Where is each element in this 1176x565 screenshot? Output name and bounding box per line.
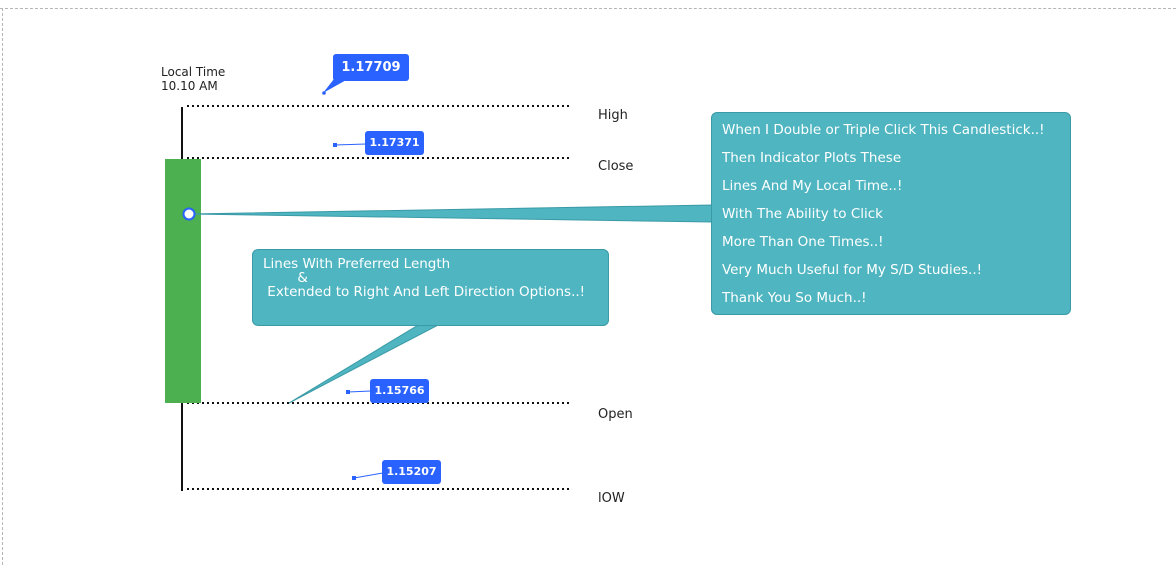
candle-body[interactable]: [165, 159, 201, 403]
chart-frame-left-border: [2, 8, 3, 565]
local-time-label: Local Time 10.10 AM: [161, 65, 225, 93]
low-price-tag[interactable]: 1.15207: [382, 460, 441, 484]
callout-main-line: More Than One Times..!: [722, 234, 884, 250]
high-tag-leader: [322, 79, 348, 95]
callout-main-line: With The Ability to Click: [722, 206, 883, 222]
close-tag-leader: [333, 143, 367, 147]
close-label: Close: [598, 159, 634, 174]
close-price-tag[interactable]: 1.17371: [365, 131, 424, 155]
callout-main-line: When I Double or Triple Click This Candl…: [722, 122, 1045, 138]
callout-side[interactable]: Lines With Preferred Length & Extended t…: [252, 249, 609, 326]
high-price-tag[interactable]: 1.17709: [333, 54, 409, 81]
high-label: High: [598, 108, 628, 123]
local-time-title: Local Time: [161, 65, 226, 79]
callout-side-line: Extended to Right And Left Direction Opt…: [263, 284, 586, 300]
low-tag-leader: [352, 472, 384, 480]
local-time-value: 10.10 AM: [161, 79, 218, 93]
callout-main[interactable]: When I Double or Triple Click This Candl…: [711, 112, 1071, 315]
open-label: Open: [598, 407, 633, 422]
callout-side-line: Lines With Preferred Length: [263, 256, 451, 272]
low-label: lOW: [598, 491, 625, 506]
callout-main-line: Thank You So Much..!: [722, 290, 867, 306]
chart-frame-top-border: [0, 8, 1176, 9]
callout-main-line: Very Much Useful for My S/D Studies..!: [722, 262, 983, 278]
open-tag-leader: [346, 390, 372, 394]
callout-side-line: &: [263, 270, 308, 286]
callout-main-line: Lines And My Local Time..!: [722, 178, 903, 194]
open-price-tag[interactable]: 1.15766: [370, 379, 429, 403]
callout-main-line: Then Indicator Plots These: [722, 150, 902, 166]
callout-main-pointer: [188, 204, 713, 223]
candle-anchor-handle-icon[interactable]: [182, 207, 196, 221]
